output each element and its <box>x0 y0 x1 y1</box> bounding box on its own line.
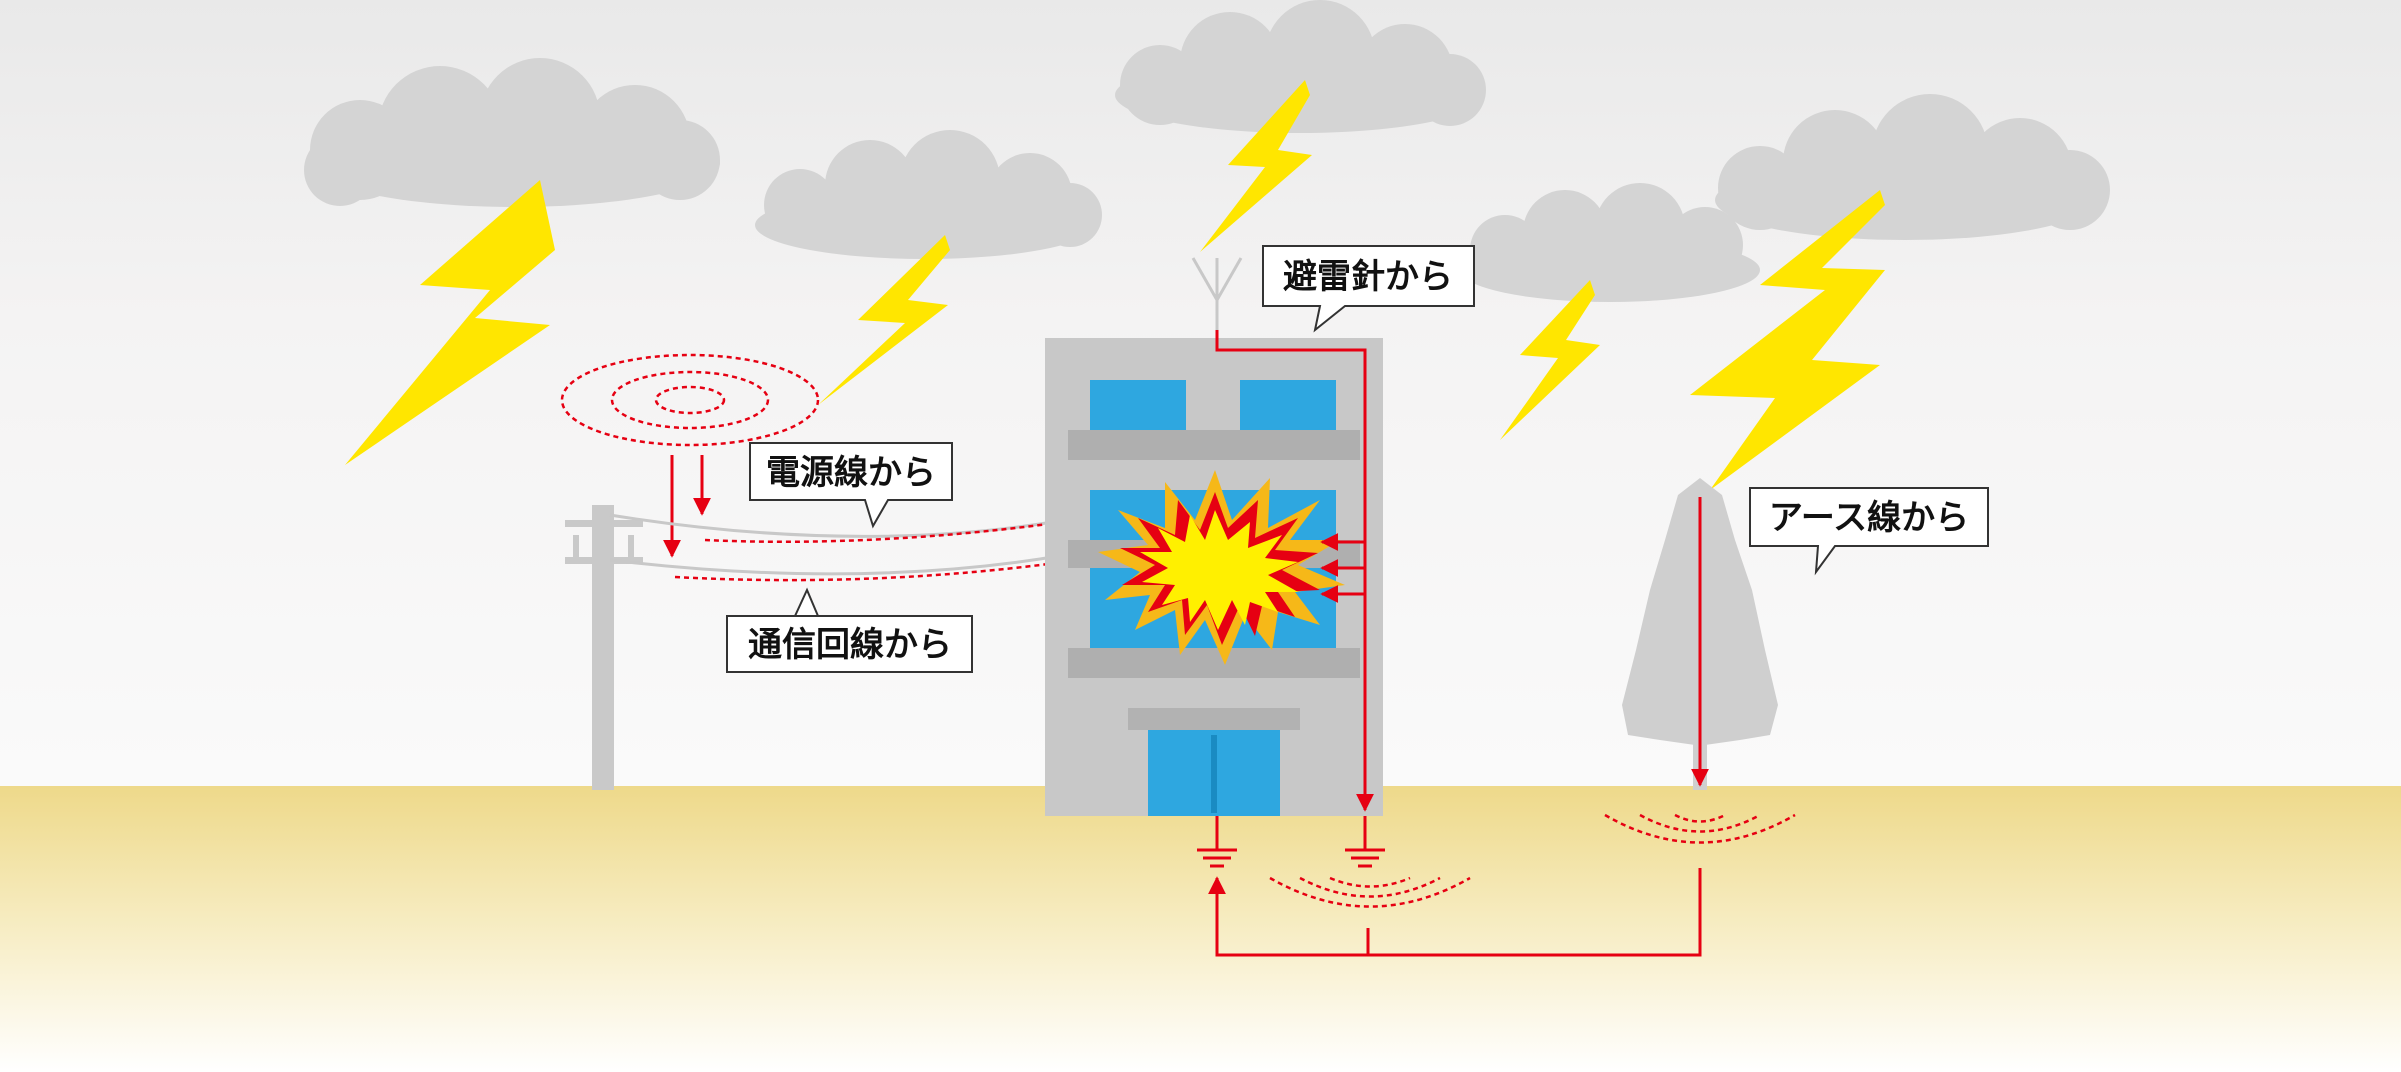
callout-lightning-rod: 避雷針から <box>1262 245 1475 333</box>
utility-pole-icon <box>565 505 643 790</box>
lightning-rod-icon <box>1191 257 1243 340</box>
explosion-icon <box>1098 470 1345 665</box>
ground-rings <box>1269 813 1796 908</box>
cloud-icon <box>304 58 720 207</box>
power-surge-path <box>704 514 1080 544</box>
callout-label-telecom-line: 通信回線から <box>748 625 952 665</box>
callout-power-line: 電源線から <box>749 442 953 529</box>
cloud-icon <box>1715 94 2110 240</box>
cloud-icon <box>1460 183 1760 302</box>
power-wire <box>609 513 1066 538</box>
lightning-bolt-icon <box>1500 280 1600 440</box>
ground <box>0 786 2401 1072</box>
lightning-bolt-icon <box>1200 80 1312 252</box>
cloud-icon <box>755 130 1102 259</box>
callout-label-power-line: 電源線から <box>766 453 936 493</box>
rod-surge-path <box>1215 330 1374 812</box>
telecom-surge-path <box>674 554 1080 582</box>
lightning-bolt-icon <box>818 235 950 405</box>
telecom-wire <box>609 553 1066 576</box>
callout-telecom-line: 通信回線から <box>726 587 973 673</box>
earth-return-path <box>1208 868 1702 957</box>
callout-earth-line: アース線から <box>1749 487 1989 576</box>
callout-label-earth-line: アース線から <box>1769 498 1969 538</box>
lightning-bolt-icon <box>345 180 555 465</box>
ground-symbol-icon <box>1197 816 1237 868</box>
callout-label-lightning-rod: 避雷針から <box>1283 257 1453 297</box>
ground-symbol-icon <box>1345 816 1385 868</box>
lightning-bolt-icon <box>1690 190 1885 490</box>
induction-field <box>560 353 820 447</box>
